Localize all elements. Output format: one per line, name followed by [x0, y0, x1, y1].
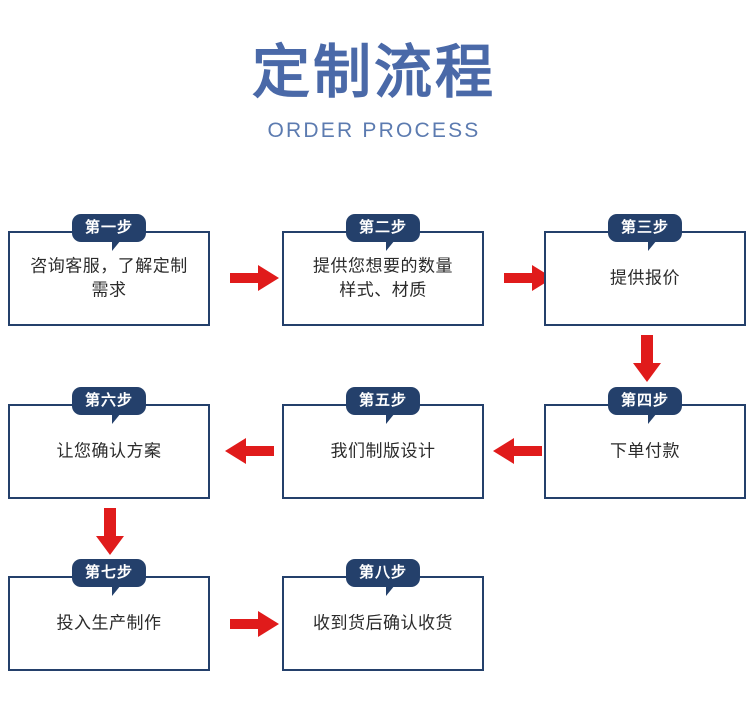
- step-box-5[interactable]: 第五步 我们制版设计: [282, 387, 484, 499]
- step-box-1[interactable]: 第一步 咨询客服，了解定制 需求: [8, 214, 210, 326]
- step-box-3[interactable]: 第三步 提供报价: [544, 214, 746, 326]
- step-box-4[interactable]: 第四步 下单付款: [544, 387, 746, 499]
- step-label-3: 提供报价: [610, 268, 680, 289]
- arrow-step5-to-step6: [222, 425, 276, 477]
- step-label-2: 提供您想要的数量 样式、材质: [313, 255, 453, 301]
- step-badge-6: 第六步: [71, 387, 147, 424]
- page-subtitle: ORDER PROCESS: [267, 118, 481, 142]
- arrow-step2-to-step3: [502, 252, 556, 304]
- page-title: 定制流程: [251, 38, 496, 106]
- page-header: 定制流程 ORDER PROCESS: [0, 0, 748, 143]
- step-label-4: 下单付款: [610, 441, 680, 462]
- step-badge-1: 第一步: [71, 214, 147, 251]
- step-label-1: 咨询客服，了解定制 需求: [30, 255, 188, 301]
- step-badge-2: 第二步: [345, 214, 421, 251]
- arrow-step4-to-step5: [490, 425, 544, 477]
- step-badge-3: 第三步: [607, 214, 683, 251]
- step-box-8[interactable]: 第八步 收到货后确认收货: [282, 559, 484, 671]
- step-box-7[interactable]: 第七步 投入生产制作: [8, 559, 210, 671]
- step-box-2[interactable]: 第二步 提供您想要的数量 样式、材质: [282, 214, 484, 326]
- arrow-step1-to-step2: [228, 252, 282, 304]
- step-label-8: 收到货后确认收货: [313, 613, 453, 634]
- step-label-7: 投入生产制作: [56, 613, 162, 634]
- step-label-6: 让您确认方案: [56, 441, 162, 462]
- arrow-step3-to-step4: [627, 333, 667, 385]
- step-badge-4: 第四步: [607, 387, 683, 424]
- step-badge-7: 第七步: [71, 559, 147, 596]
- step-badge-5: 第五步: [345, 387, 421, 424]
- step-box-6[interactable]: 第六步 让您确认方案: [8, 387, 210, 499]
- step-badge-8: 第八步: [345, 559, 421, 596]
- arrow-step6-to-step7: [90, 506, 130, 558]
- arrow-step7-to-step8: [228, 598, 282, 650]
- step-label-5: 我们制版设计: [330, 441, 436, 462]
